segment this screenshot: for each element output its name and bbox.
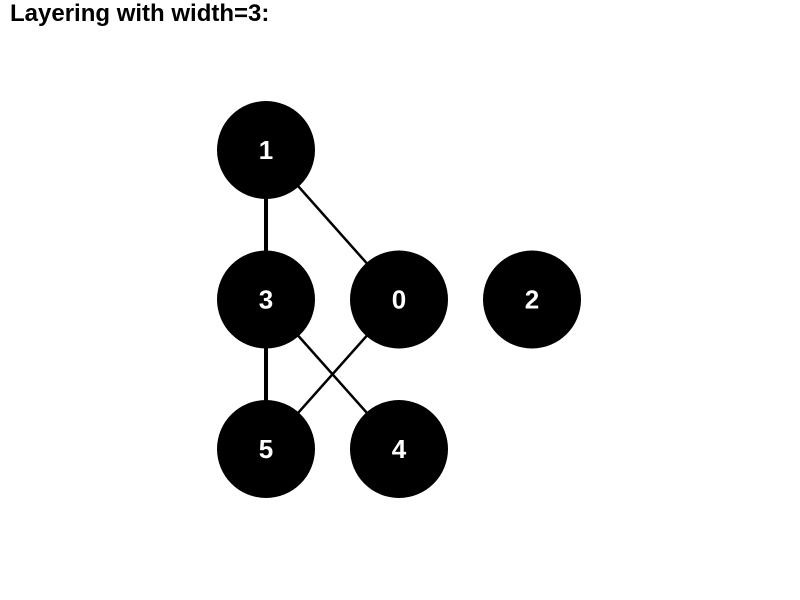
node-label: 1: [259, 135, 273, 165]
node-circle: [217, 250, 315, 349]
node-label: 4: [392, 434, 407, 464]
node-label: 5: [259, 434, 273, 464]
node-0: 0: [350, 250, 448, 349]
node-circle: [350, 400, 448, 498]
node-label: 3: [259, 285, 273, 315]
node-circle: [483, 250, 581, 349]
node-2: 2: [483, 250, 581, 349]
node-1: 1: [217, 101, 315, 199]
nodes: 1 3 0 2 5 4: [217, 101, 581, 498]
node-circle: [217, 101, 315, 199]
node-4: 4: [350, 400, 448, 498]
node-label: 2: [525, 285, 539, 315]
node-3: 3: [217, 250, 315, 349]
node-5: 5: [217, 400, 315, 498]
node-circle: [217, 400, 315, 498]
node-label: 0: [392, 285, 406, 315]
node-circle: [350, 250, 448, 349]
diagram-title: Layering with width=3:: [10, 0, 270, 27]
